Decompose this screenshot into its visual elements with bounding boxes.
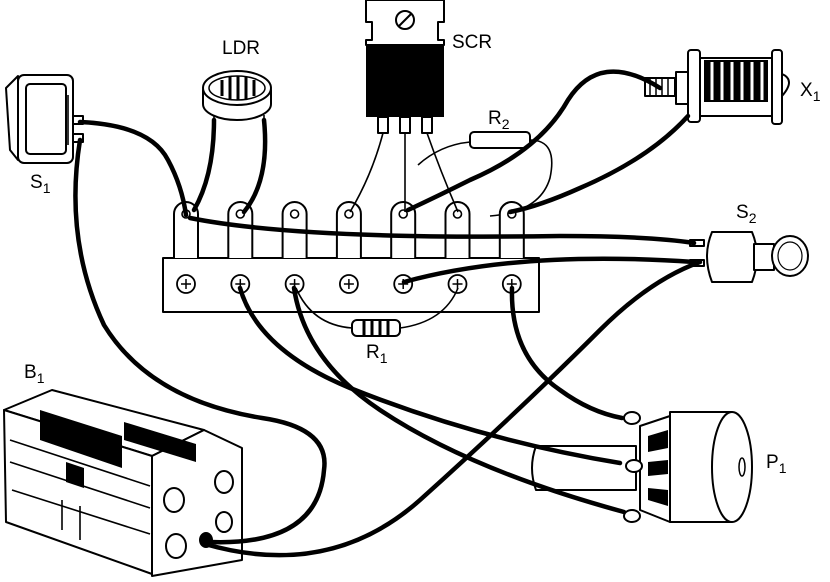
screw-slot <box>452 279 463 289</box>
wires <box>73 69 703 558</box>
label-x1: X1 <box>800 80 821 104</box>
terminal-lug <box>227 201 254 258</box>
resistor-r1 <box>295 287 459 337</box>
switch-s1 <box>5 74 84 164</box>
label-r2: R2 <box>488 108 510 132</box>
screw-slot <box>343 279 354 289</box>
label-r1: R1 <box>366 342 388 366</box>
relay-x1 <box>644 49 790 125</box>
terminal-lug <box>173 201 199 258</box>
potentiometer-p1 <box>531 411 753 523</box>
ldr <box>202 70 272 122</box>
battery-holder-b1 <box>3 389 243 577</box>
lug-hole <box>344 209 354 219</box>
terminal-lug <box>335 201 362 258</box>
label-s1: S1 <box>30 172 51 196</box>
scr <box>365 0 445 134</box>
lug-hole <box>398 209 409 219</box>
label-b1: B1 <box>24 362 45 386</box>
terminal-lug <box>498 201 525 258</box>
lug-hole <box>289 209 300 219</box>
terminal-strip <box>162 201 540 313</box>
screw-slot <box>181 279 191 289</box>
label-p1: P1 <box>766 452 787 476</box>
switch-s2 <box>689 231 809 283</box>
label-ldr: LDR <box>222 38 260 59</box>
terminal-lug <box>390 201 417 258</box>
terminal-lug <box>444 201 471 258</box>
label-scr: SCR <box>452 32 492 53</box>
label-s2: S2 <box>736 202 757 226</box>
labels: LDR SCR R2 R1 S1 S2 X1 B1 P1 <box>24 32 821 476</box>
